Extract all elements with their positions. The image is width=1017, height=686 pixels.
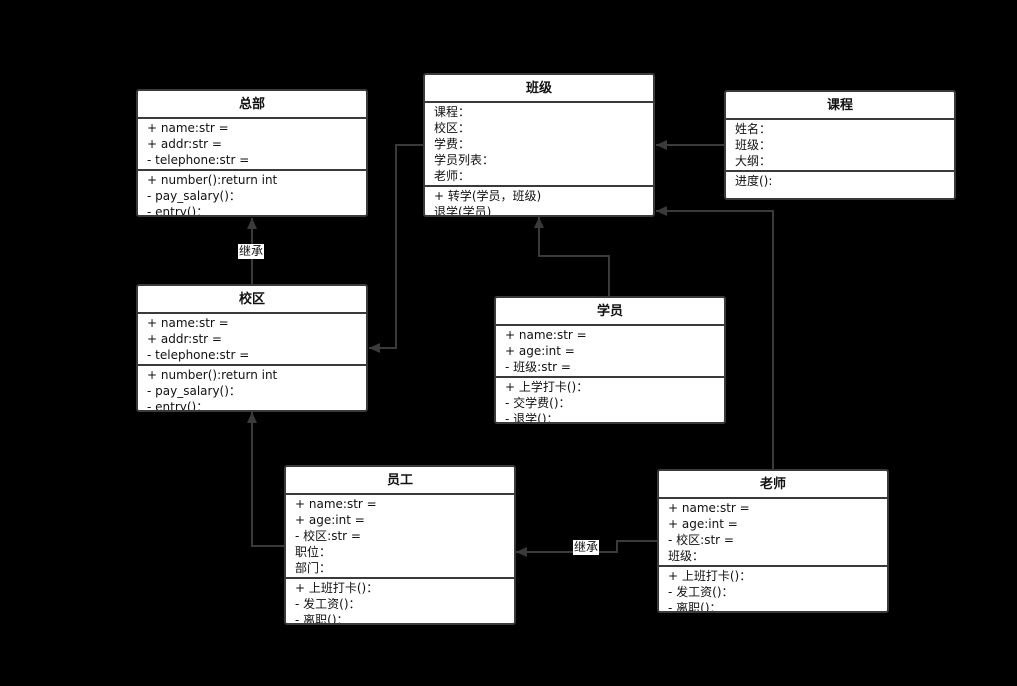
class-title: 员工 [286, 467, 514, 495]
class-attribute: - telephone:str = [147, 153, 250, 167]
class-title: 学员 [496, 298, 724, 326]
class-box-laoshi[interactable]: 老师+ name:str =+ age:int =- 校区:str =班级：+ … [657, 469, 889, 613]
edge-banji-to-xiaoqu [369, 144, 425, 353]
class-operation: - 离职()： [295, 613, 349, 625]
operations-section: + 转学(学员，班级) 退学(学员) [425, 187, 653, 217]
class-attribute: 学员列表： [434, 153, 495, 167]
class-attribute: + name:str = [505, 328, 587, 342]
class-box-xiaoqu[interactable]: 校区 + name:str = + addr:str = - telephone:st… [136, 284, 368, 412]
edge-xueyuan-to-banji [534, 217, 610, 298]
class-operation: + 上班打卡()： [295, 581, 379, 595]
attributes-section: + name:str = + addr:str = - telephone:str … [138, 314, 366, 366]
class-box-xueyuan[interactable]: 学员 + name:str = + age:int = - 班级:str = + 上学打… [494, 296, 726, 424]
class-attribute: - 校区:str = [295, 529, 361, 543]
class-box-zongbu[interactable]: 总部 + name:str = + addr:str = - telephone:st… [136, 89, 368, 217]
class-attribute: + addr:str = [147, 332, 222, 346]
class-operation: - 发工资()： [668, 585, 734, 599]
class-box-banji[interactable]: 班级课程： 校区： 学费： 学员列表： 老师： + 转学(学员，班级) 退学(学员) [423, 73, 655, 217]
attributes-section: + name:str = + age:int = - 校区:str = 班级： [659, 499, 887, 567]
class-title: 老师 [659, 471, 887, 499]
class-operation: 退学(学员) [434, 205, 492, 217]
attributes-section: 姓名： 班级： 大纲： [726, 120, 954, 172]
class-attribute: + name:str = [668, 501, 750, 515]
class-attribute: + age:int = [295, 513, 365, 527]
attributes-section: + name:str = + age:int = - 班级:str = [496, 326, 724, 378]
class-attribute: 职位： [295, 545, 332, 559]
inherit-label-xiaoqu-zongbu: 继承 [238, 244, 265, 259]
attributes-section: + name:str = + addr:str = - telephone:str … [138, 119, 366, 171]
class-title: 总部 [138, 91, 366, 119]
operations-section: + 上班打卡()： - 发工资()： - 离职()： [286, 579, 514, 625]
class-attribute: + name:str = [295, 497, 377, 511]
class-attribute: 姓名： [735, 122, 772, 136]
class-attribute: + name:str = [147, 316, 229, 330]
class-box-kecheng[interactable]: 课程姓名： 班级： 大纲： 进度(): [724, 90, 956, 200]
attributes-section: 课程： 校区： 学费： 学员列表： 老师： [425, 103, 653, 187]
class-attribute: - telephone:str = [147, 348, 250, 362]
class-operation: 进度(): [735, 174, 773, 188]
class-operation: - 离职()： [668, 601, 722, 613]
class-operation: - pay_salary()： [147, 189, 241, 203]
operations-section: 进度(): [726, 172, 954, 190]
edge-laoshi-to-banji [656, 206, 774, 470]
class-attribute: 部门： [295, 561, 332, 575]
operations-section: + number():return int - pay_salary()： - en… [138, 171, 366, 217]
class-operation: + 上班打卡()： [668, 569, 752, 583]
class-operation: - 交学费()： [505, 396, 571, 410]
edge-laoshi-to-yuangong [516, 540, 659, 557]
class-title: 班级 [425, 75, 653, 103]
class-box-yuangong[interactable]: 员工 + name:str = + age:int = - 校区:str = 职位： 部门… [284, 465, 516, 625]
class-attribute: 班级： [668, 549, 705, 563]
class-attribute: 老师： [434, 169, 471, 183]
class-attribute: 大纲： [735, 154, 772, 168]
class-operation: + 转学(学员，班级) [434, 189, 542, 203]
class-attribute: - 班级:str = [505, 360, 571, 374]
edge-yuangong-to-xiaoqu [247, 412, 286, 547]
class-title: 课程 [726, 92, 954, 120]
class-operation: + number():return int [147, 368, 278, 382]
class-operation: + number():return int [147, 173, 278, 187]
class-attribute: 课程： [434, 105, 471, 119]
class-attribute: + age:int = [505, 344, 575, 358]
class-operation: - entry()： [147, 400, 209, 412]
class-attribute: + name:str = [147, 121, 229, 135]
class-attribute: 学费： [434, 137, 471, 151]
class-operation: - pay_salary()： [147, 384, 241, 398]
class-attribute: + age:int = [668, 517, 738, 531]
operations-section: + number():return int - pay_salary()： - en… [138, 366, 366, 412]
class-attribute: + addr:str = [147, 137, 222, 151]
class-attribute: 校区： [434, 121, 471, 135]
class-title: 校区 [138, 286, 366, 314]
operations-section: + 上学打卡()： - 交学费()： - 退学()： [496, 378, 724, 424]
class-attribute: - 校区:str = [668, 533, 734, 547]
class-operation: - entry()： [147, 205, 209, 217]
operations-section: + 上班打卡()： - 发工资()： - 离职()： [659, 567, 887, 613]
class-operation: - 退学()： [505, 412, 559, 424]
class-attribute: 班级： [735, 138, 772, 152]
class-operation: - 发工资()： [295, 597, 361, 611]
attributes-section: + name:str = + age:int = - 校区:str = 职位： 部门： [286, 495, 514, 579]
inherit-label-laoshi-yuangong: 继承 [573, 540, 600, 555]
class-operation: + 上学打卡()： [505, 380, 589, 394]
